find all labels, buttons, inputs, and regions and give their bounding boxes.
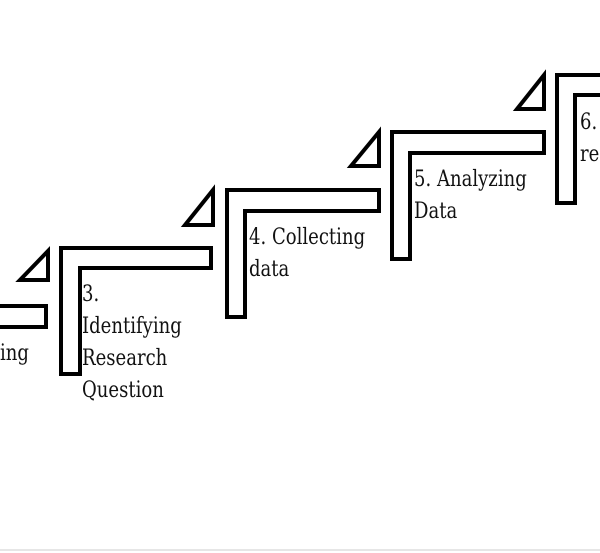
step-6-label: 6. re: [580, 107, 599, 171]
step-3-line-4: Question: [82, 378, 164, 403]
stair-arrow-4: [346, 126, 381, 168]
bottom-divider: [0, 549, 600, 551]
stair-step-3: [59, 246, 213, 376]
step-3-line-3: Research: [82, 346, 168, 371]
stair-arrow-2: [15, 246, 50, 282]
stair-step-2: [0, 304, 48, 329]
step-4-line-1: 4. Collecting: [249, 225, 366, 250]
stair-arrow-5: [512, 69, 546, 111]
step-6-line-2: re: [580, 142, 600, 167]
step-3-label: 3. Identifying Research Question: [82, 279, 182, 407]
step-3-line-2: Identifying: [82, 314, 182, 339]
stair-step-4: [225, 188, 381, 319]
step-3-line-1: 3.: [82, 282, 100, 307]
step-2-label: ing: [0, 338, 29, 370]
step-5-label: 5. Analyzing Data: [414, 164, 527, 228]
step-2-line-1: ing: [0, 341, 29, 366]
step-5-line-2: Data: [414, 199, 458, 224]
step-6-line-1: 6.: [580, 110, 598, 135]
stair-step-5: [390, 130, 546, 261]
step-5-line-1: 5. Analyzing: [414, 167, 527, 192]
stair-arrow-3: [180, 184, 215, 227]
step-4-line-2: data: [249, 257, 290, 282]
stair-step-6: [555, 73, 600, 205]
step-4-label: 4. Collecting data: [249, 222, 365, 286]
